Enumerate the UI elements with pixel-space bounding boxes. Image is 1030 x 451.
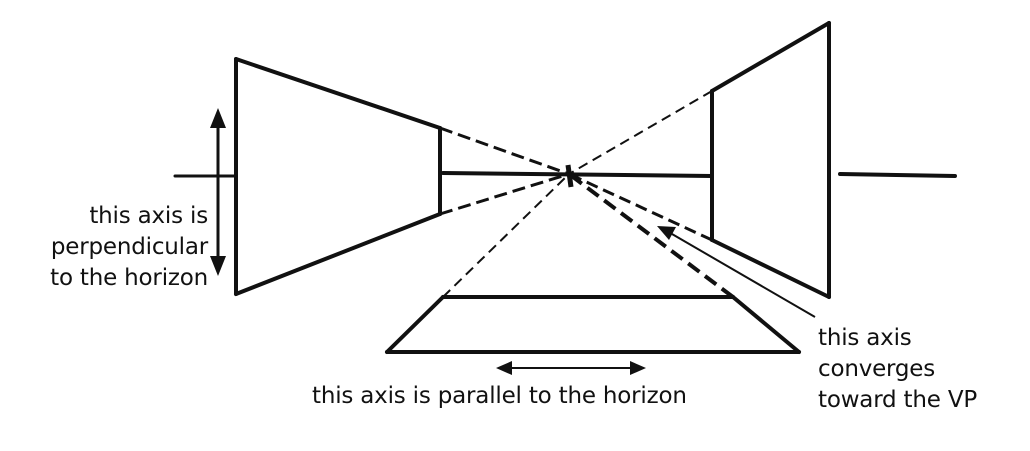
label-perpendicular-axis: this axis is perpendicular to the horizo… xyxy=(18,201,208,294)
label-perpendicular-line-2: perpendicular xyxy=(50,234,208,260)
label-converges-line-1: this axis xyxy=(818,325,912,351)
right-plane xyxy=(710,21,831,299)
label-converges-line-2: converges xyxy=(818,356,936,382)
parallel-axis-arrow xyxy=(496,361,646,375)
bottom-plane-left-edge xyxy=(385,295,445,354)
convergence-line-floor-left xyxy=(442,173,570,298)
convergence-lines xyxy=(439,90,735,299)
left-plane-bottom-edge xyxy=(234,212,442,296)
right-plane-top-edge xyxy=(710,21,831,93)
horizon-segment-right xyxy=(838,172,957,178)
horizon-line xyxy=(173,171,957,178)
label-converging-axis: this axis converges toward the VP xyxy=(818,323,977,416)
horizon-segment-center xyxy=(441,171,714,178)
converging-axis-arrow xyxy=(657,226,816,318)
label-perpendicular-line-3: to the horizon xyxy=(50,265,208,291)
right-plane-bottom-edge xyxy=(710,238,831,299)
label-perpendicular-line-1: this axis is xyxy=(89,203,208,229)
left-plane-top-edge xyxy=(234,57,442,130)
convergence-line-floor-right xyxy=(567,172,735,299)
convergence-line-right-top xyxy=(568,90,713,175)
convergence-line-left-bottom xyxy=(439,172,570,216)
convergence-line-left-top xyxy=(439,126,570,176)
label-converges-line-3: toward the VP xyxy=(818,387,978,413)
left-plane xyxy=(234,57,442,296)
bottom-plane xyxy=(385,295,801,354)
convergence-line-right-bottom xyxy=(568,172,713,242)
bottom-plane-right-edge xyxy=(731,295,801,354)
label-parallel-axis: this axis is parallel to the horizon xyxy=(312,383,687,409)
perpendicular-axis-arrow xyxy=(210,108,226,276)
